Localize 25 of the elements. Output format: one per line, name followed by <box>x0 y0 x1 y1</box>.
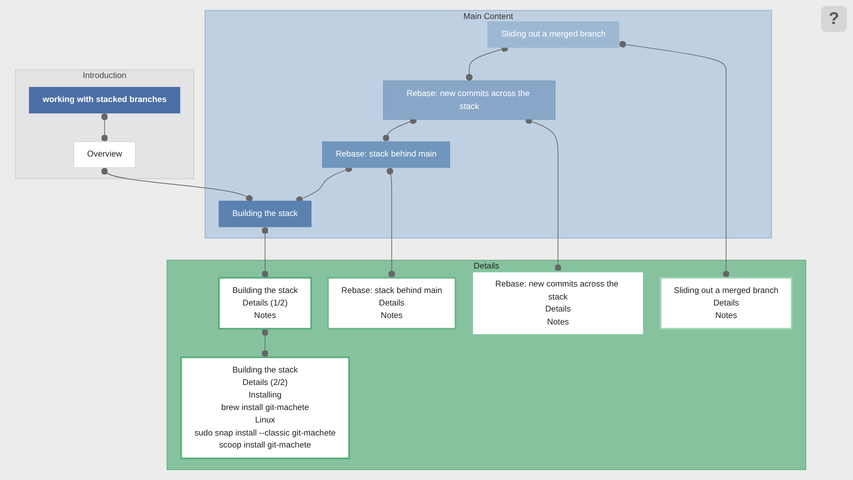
node-box <box>218 200 312 228</box>
node-box <box>660 276 793 330</box>
connector <box>101 112 108 142</box>
diagram: Main Content Introduction Details Sliding out a merged branch Details Notes Rebase: new commits across the stack Details Notes Rebase: stack behind main Details Notes Building the stack Details (1/2) Notes Building the stack Details (2/2) Installing brew install git-machete Linux sudo snap install --classic git-machete scoop install git-machete Sliding out a merged branch Rebase: new commits across the stack Rebase: stack behind main Building the stack working with stacked branches Overview <box>8 6 813 474</box>
node-box <box>383 80 556 120</box>
node-box <box>322 141 450 168</box>
connector <box>525 117 562 272</box>
connector <box>101 167 253 202</box>
node-box <box>218 276 312 330</box>
help-button: ? <box>821 6 847 32</box>
node-box <box>74 141 136 168</box>
connector <box>618 40 730 278</box>
cluster <box>204 10 772 239</box>
node-box <box>487 21 620 48</box>
node-box <box>180 356 350 460</box>
connector <box>262 328 268 358</box>
cluster <box>166 260 806 470</box>
node-box <box>327 276 456 330</box>
connector <box>382 117 417 142</box>
connector <box>386 167 396 278</box>
node-box <box>471 270 645 336</box>
node-box <box>28 86 180 114</box>
connector <box>296 166 352 203</box>
cluster <box>14 69 194 180</box>
connector <box>262 226 268 278</box>
